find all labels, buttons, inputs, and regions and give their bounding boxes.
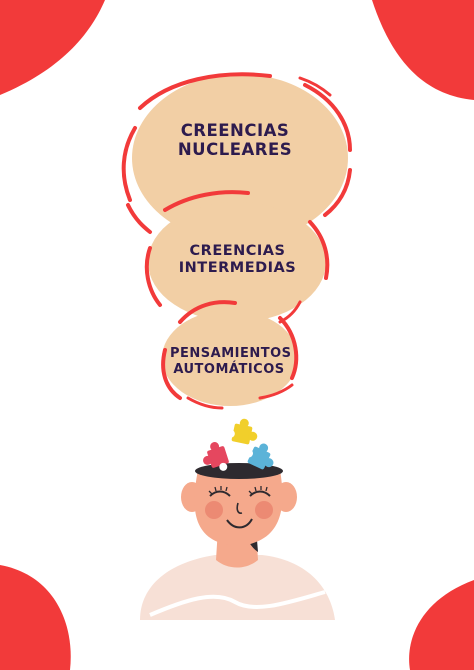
cheek-left: [205, 501, 223, 519]
bubble-label-line: CREENCIAS: [180, 121, 290, 140]
puzzle-pieces-icon: [203, 418, 274, 471]
bubble-label-line: CREENCIAS: [189, 243, 286, 259]
person-head-illustration: [140, 463, 335, 620]
bubble-label-line: NUCLEARES: [177, 139, 293, 159]
bubble-label-line: PENSAMIENTOS: [170, 346, 292, 361]
cheek-right: [255, 501, 273, 519]
bubble-label-pensamientos-automaticos: PENSAMIENTOS AUTOMÁTICOS: [170, 346, 292, 379]
bubble-label-line: AUTOMÁTICOS: [173, 362, 285, 378]
bubble-label-creencias-intermedias: CREENCIAS INTERMEDIAS: [165, 243, 310, 276]
corner-blob-top-right: [372, 0, 474, 100]
corner-blob-bottom-left: [0, 565, 71, 670]
bubble-automaticos: [162, 310, 298, 406]
corner-blob-top-left: [0, 0, 105, 95]
bubble-label-creencias-nucleares: CREENCIAS NUCLEARES: [145, 121, 325, 160]
bubble-label-line: INTERMEDIAS: [178, 259, 297, 276]
bubble-intermedias: [148, 202, 326, 322]
thought-bubbles: [121, 72, 352, 410]
corner-blob-bottom-right: [409, 580, 474, 670]
